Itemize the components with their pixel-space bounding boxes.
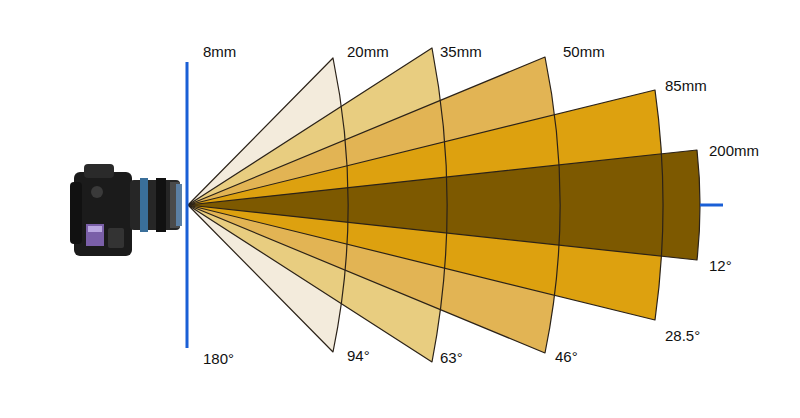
focal-length-label: 200mm xyxy=(709,142,759,160)
wedge-outline xyxy=(188,58,348,352)
focal-length-label: 85mm xyxy=(665,77,707,95)
view-wedges xyxy=(188,48,700,362)
wedge-outline xyxy=(188,150,700,260)
axis-marker xyxy=(700,204,723,207)
angle-label: 94° xyxy=(347,347,370,365)
focal-length-label: 35mm xyxy=(440,43,482,61)
view-wedge xyxy=(188,150,700,260)
focal-length-label: 50mm xyxy=(563,43,605,61)
camera-illustration xyxy=(70,164,182,256)
angle-label: 46° xyxy=(555,348,578,366)
sensor-line xyxy=(186,62,189,348)
wedge-outline xyxy=(188,90,663,320)
focal-length-label: 20mm xyxy=(347,43,389,61)
angle-label: 63° xyxy=(440,349,463,367)
focal-length-label: 8mm xyxy=(203,43,236,61)
wedge-outline xyxy=(188,57,560,353)
angle-label: 180° xyxy=(203,350,234,368)
angle-label: 12° xyxy=(709,257,732,275)
wedge-outline xyxy=(188,48,447,362)
angle-label: 28.5° xyxy=(665,327,700,345)
wedge-outlines xyxy=(188,48,700,362)
